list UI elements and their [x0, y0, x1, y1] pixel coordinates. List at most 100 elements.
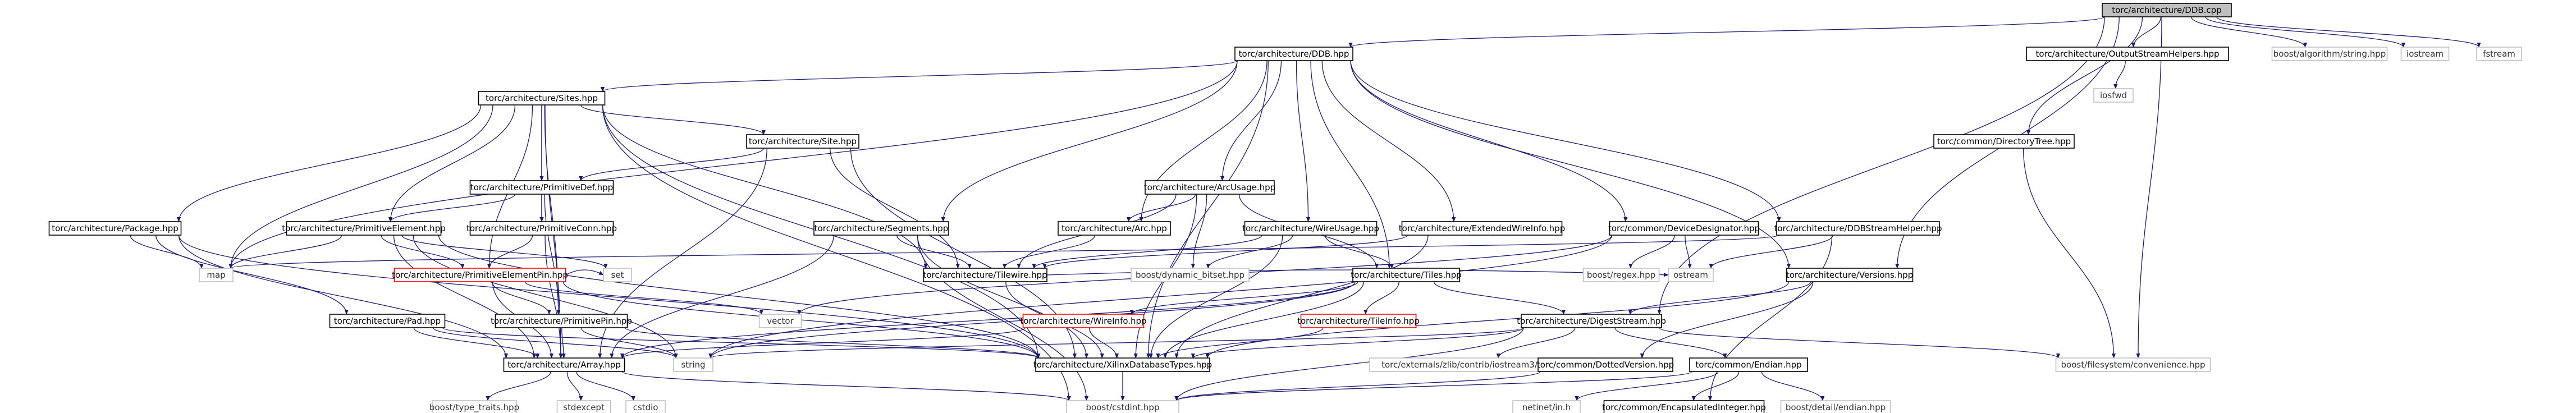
node-tilewire[interactable]: torc/architecture/Tilewire.hpp: [923, 268, 1047, 282]
node-map[interactable]: map: [199, 268, 234, 282]
node-ostream[interactable]: ostream: [1668, 268, 1714, 282]
edge-pad-to-array: [413, 327, 540, 359]
node-box-sites: [478, 91, 606, 105]
edge-devdes-to-bregex: [1628, 235, 1675, 269]
edge-ddbcpp-to-iostream: [2205, 16, 2405, 48]
node-array[interactable]: torc/architecture/Array.hpp: [503, 357, 625, 372]
node-box-ddbcpp: [2102, 3, 2232, 17]
edge-primelem-to-xdbt: [438, 235, 1040, 359]
node-tileinfo[interactable]: torc/architecture/TileInfo.hpp: [1297, 314, 1420, 328]
node-primpin[interactable]: torc/architecture/PrimitivePin.hpp: [491, 314, 632, 328]
node-box-iostream: [2400, 47, 2450, 61]
node-arcusage[interactable]: torc/architecture/ArcUsage.hpp: [1144, 180, 1275, 195]
node-box-wireinfo: [1022, 314, 1145, 328]
node-versions[interactable]: torc/architecture/Versions.hpp: [1786, 268, 1914, 282]
node-fstream[interactable]: fstream: [2476, 47, 2522, 61]
node-box-bdetend: [1780, 400, 1891, 413]
node-label-vector: vector: [767, 316, 794, 326]
node-pad[interactable]: torc/architecture/Pad.hpp: [329, 314, 446, 328]
edge-array-to-cstdio: [576, 371, 635, 401]
node-dirtree[interactable]: torc/common/DirectoryTree.hpp: [1933, 134, 2075, 149]
node-arc[interactable]: torc/architecture/Arc.hpp: [1058, 221, 1171, 236]
node-dotver[interactable]: torc/common/DottedVersion.hpp: [1537, 357, 1674, 372]
edge-primelem-to-set: [401, 235, 608, 269]
node-primdef[interactable]: torc/architecture/PrimitiveDef.hpp: [469, 180, 614, 195]
edge-ddbhpp-to-tiles: [1310, 60, 1392, 269]
node-stdexcept[interactable]: stdexcept: [556, 400, 611, 413]
node-label-wireinfo: torc/architecture/WireInfo.hpp: [1020, 316, 1146, 326]
node-box-arc: [1058, 221, 1171, 236]
edge-endian-to-bdetend: [1761, 371, 1825, 401]
node-bregex[interactable]: boost/regex.hpp: [1582, 268, 1660, 282]
edge-primdef-to-primpin: [544, 194, 561, 315]
node-extwire[interactable]: torc/architecture/ExtendedWireInfo.hpp: [1399, 221, 1565, 236]
node-box-stdexcept: [556, 400, 611, 413]
edge-endian-to-encint: [1691, 371, 1740, 401]
node-iostream[interactable]: iostream: [2400, 47, 2450, 61]
node-vector[interactable]: vector: [758, 314, 802, 328]
node-ddbcpp[interactable]: torc/architecture/DDB.cpp: [2102, 3, 2232, 17]
node-primelem[interactable]: torc/architecture/PrimitiveElement.hpp: [282, 221, 446, 236]
node-osh[interactable]: torc/architecture/OutputStreamHelpers.hp…: [2026, 47, 2229, 61]
node-ddbhpp[interactable]: torc/architecture/DDB.hpp: [1234, 47, 1353, 61]
node-site[interactable]: torc/architecture/Site.hpp: [746, 134, 859, 149]
edge-site-to-tilewire: [830, 148, 960, 269]
node-label-bcstdint: boost/cstdint.hpp: [1086, 402, 1160, 412]
node-btt[interactable]: boost/type_traits.hpp: [429, 400, 519, 413]
node-bdetend[interactable]: boost/detail/endian.hpp: [1780, 400, 1891, 413]
edge-primelem-to-map: [228, 235, 342, 269]
node-wireinfo[interactable]: torc/architecture/WireInfo.hpp: [1020, 314, 1147, 328]
edge-array-to-stdexcept: [566, 371, 583, 401]
node-box-balgstr: [2271, 47, 2388, 61]
node-balgstr[interactable]: boost/algorithm/string.hpp: [2271, 47, 2388, 61]
node-label-digest: torc/architecture/DigestStream.hpp: [1517, 316, 1666, 326]
node-digest[interactable]: torc/architecture/DigestStream.hpp: [1517, 314, 1666, 328]
node-box-string: [673, 357, 713, 372]
node-box-dynbit: [1131, 268, 1250, 282]
edge-segments-to-array: [610, 235, 834, 359]
node-package[interactable]: torc/architecture/Package.hpp: [48, 221, 182, 236]
node-endian[interactable]: torc/common/Endian.hpp: [1689, 357, 1808, 372]
node-bfsconv[interactable]: boost/filesystem/convenience.hpp: [2055, 357, 2211, 372]
edge-ddbcpp-to-osh: [2131, 16, 2162, 48]
node-devdes[interactable]: torc/common/DeviceDesignator.hpp: [1608, 221, 1760, 236]
edge-ddbsh-to-ostream: [1709, 235, 1833, 269]
node-label-zfstream: torc/externals/zlib/contrib/iostream3/zf…: [1381, 360, 1582, 370]
node-tiles[interactable]: torc/architecture/Tiles.hpp: [1351, 268, 1462, 282]
edge-ddbcpp-to-digest: [1657, 16, 2105, 315]
edge-primelempin-to-primpin: [492, 281, 551, 315]
edge-ddbhpp-to-arcusage: [1220, 60, 1282, 181]
node-ddbsh[interactable]: torc/architecture/DDBStreamHelper.hpp: [1774, 221, 1942, 236]
node-bcstdint[interactable]: boost/cstdint.hpp: [1066, 400, 1179, 413]
edge-sites-to-package: [176, 104, 482, 222]
node-label-devdes: torc/common/DeviceDesignator.hpp: [1608, 223, 1760, 233]
node-netinet[interactable]: netinet/in.h: [1512, 400, 1581, 413]
node-sites[interactable]: torc/architecture/Sites.hpp: [478, 91, 606, 105]
node-label-balgstr: boost/algorithm/string.hpp: [2273, 49, 2386, 59]
node-label-fstream: fstream: [2483, 49, 2515, 59]
node-label-versions: torc/architecture/Versions.hpp: [1786, 270, 1913, 280]
edge-ddbcpp-to-dirtree: [2026, 16, 2143, 135]
node-encint[interactable]: torc/common/EncapsulatedInteger.hpp: [1602, 400, 1766, 413]
edge-arc-to-tilewire: [1002, 235, 1096, 269]
edge-segments-to-bcstdint: [917, 235, 1089, 401]
node-wireusage[interactable]: torc/architecture/WireUsage.hpp: [1242, 221, 1379, 236]
edge-package-to-array: [178, 235, 509, 359]
edge-segments-to-tilewire: [896, 235, 972, 269]
node-label-tileinfo: torc/architecture/TileInfo.hpp: [1297, 316, 1420, 326]
node-set[interactable]: set: [603, 268, 632, 282]
edge-ddbhpp-to-wireusage: [1296, 60, 1311, 222]
node-primconn[interactable]: torc/architecture/PrimitiveConn.hpp: [466, 221, 617, 236]
node-segments[interactable]: torc/architecture/Segments.hpp: [813, 221, 949, 236]
node-dynbit[interactable]: boost/dynamic_bitset.hpp: [1131, 268, 1250, 282]
node-xdbt[interactable]: torc/architecture/XilinxDatabaseTypes.hp…: [1033, 357, 1212, 372]
node-label-extwire: torc/architecture/ExtendedWireInfo.hpp: [1399, 223, 1565, 233]
node-string[interactable]: string: [673, 357, 713, 372]
edge-dirtree-to-bfsconv: [2023, 148, 2116, 359]
node-box-package: [48, 221, 182, 236]
node-iosfwd[interactable]: iosfwd: [2093, 88, 2134, 103]
node-cstdio[interactable]: cstdio: [625, 400, 666, 413]
edge-sites-to-tilewire: [602, 104, 928, 269]
node-primelempin[interactable]: torc/architecture/PrimitiveElementPin.hp…: [392, 268, 568, 282]
node-label-arcusage: torc/architecture/ArcUsage.hpp: [1144, 182, 1275, 192]
